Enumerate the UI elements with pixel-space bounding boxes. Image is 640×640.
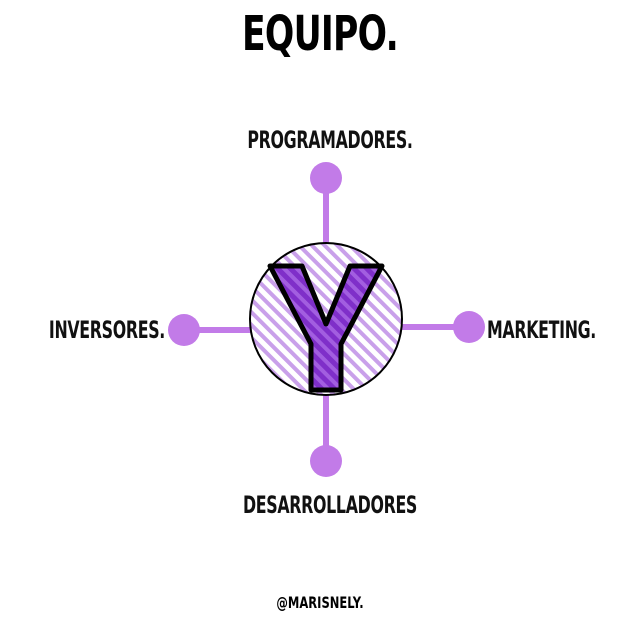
node-label-desarrolladores: DESARROLLADORES <box>242 491 418 519</box>
node-dot-left <box>168 314 200 346</box>
node-label-programadores: PROGRAMADORES. <box>247 126 413 154</box>
diagram-title: EQUIPO. <box>242 6 399 62</box>
node-label-inversores: INVERSORES. <box>48 316 165 344</box>
node-dot-bottom <box>310 445 342 477</box>
center-letter-y-icon <box>267 263 385 393</box>
node-label-marketing: MARKETING. <box>487 316 596 344</box>
node-dot-top <box>310 162 342 194</box>
author-credit: @MARISNELY. <box>276 593 364 612</box>
node-dot-right <box>453 311 485 343</box>
